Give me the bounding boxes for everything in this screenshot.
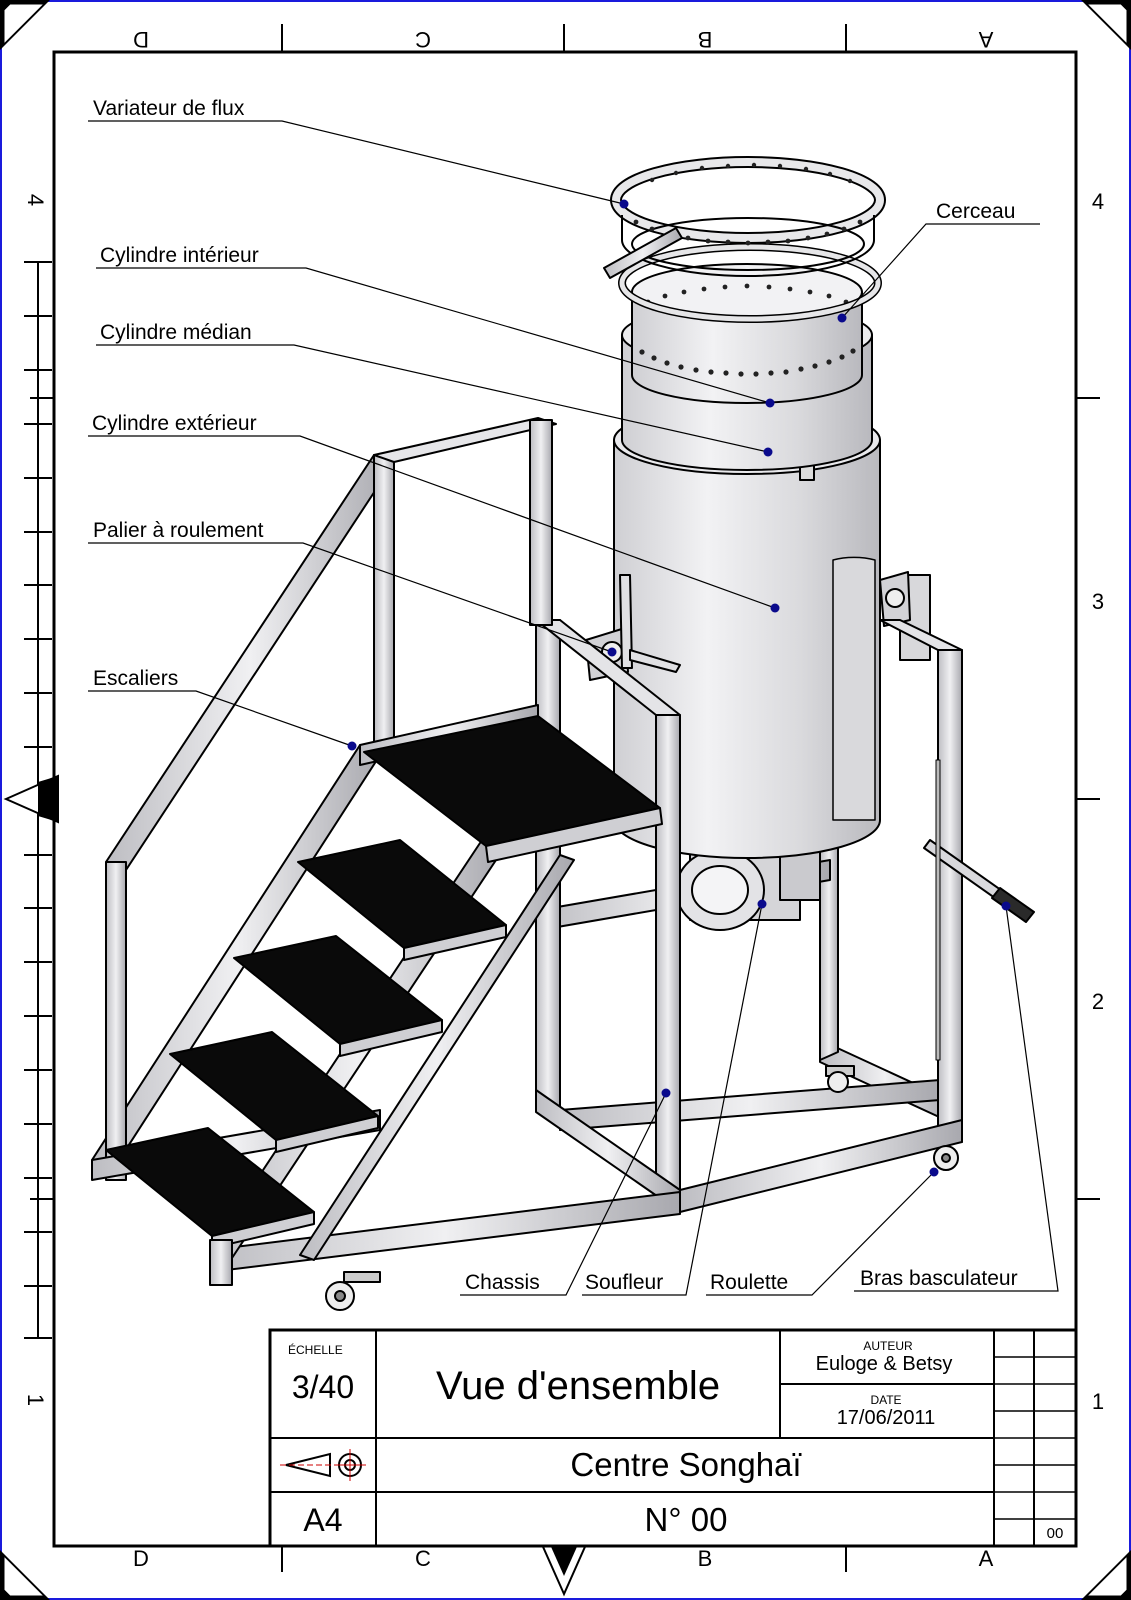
date-label: DATE	[870, 1393, 901, 1407]
callout-palier-a-roulement: Palier à roulement	[93, 519, 264, 542]
drawing-title: Vue d'ensemble	[436, 1364, 720, 1408]
chassis-front	[209, 619, 963, 1273]
projection-symbol-icon	[280, 1449, 366, 1481]
hoop	[618, 243, 882, 323]
inner-cylinder	[631, 263, 863, 404]
row-right-4: 4	[1092, 189, 1104, 214]
callout-cerceau: Cerceau	[936, 200, 1015, 223]
scale-value: 3/40	[292, 1369, 354, 1405]
callout-variateur-de-flux: Variateur de flux	[93, 97, 245, 120]
row-left-1: 1	[23, 1394, 48, 1406]
row-right-1: 1	[1092, 1389, 1104, 1414]
author-value: Euloge & Betsy	[816, 1353, 953, 1375]
author-label: AUTEUR	[863, 1339, 913, 1353]
zone-top-a: A	[978, 27, 993, 52]
scale-label: ÉCHELLE	[288, 1342, 343, 1357]
flux-variator	[603, 156, 886, 279]
callout-escaliers: Escaliers	[93, 667, 178, 690]
zone-top-d: D	[133, 27, 149, 52]
outer-cylinder	[613, 405, 881, 859]
zone-bottom-b: B	[698, 1546, 713, 1571]
callout-cylindre-interieur: Cylindre intérieur	[100, 244, 259, 267]
zone-top-c: C	[415, 27, 431, 52]
zone-bottom-d: D	[133, 1546, 149, 1571]
callout-bras-basculateur: Bras basculateur	[860, 1267, 1018, 1290]
date-value: 17/06/2011	[837, 1407, 936, 1429]
title-block	[268, 1328, 1078, 1548]
centering-arrow-bottom-fill	[548, 1540, 580, 1576]
drawing-number: N° 00	[645, 1501, 728, 1538]
bearing-right	[879, 571, 911, 627]
stair-treads	[105, 715, 663, 1249]
callout-cylindre-exterieur: Cylindre extérieur	[92, 412, 257, 435]
machine-illustration	[91, 156, 1035, 1311]
callout-roulette: Roulette	[710, 1271, 788, 1294]
callout-cylindre-median: Cylindre médian	[100, 321, 252, 344]
casters	[325, 1065, 959, 1311]
zone-bottom-a: A	[979, 1546, 994, 1571]
row-right-3: 3	[1092, 589, 1104, 614]
zone-bottom-c: C	[415, 1546, 431, 1571]
tilting-arm	[923, 759, 1035, 1061]
row-right-2: 2	[1092, 989, 1104, 1014]
callout-chassis: Chassis	[465, 1271, 540, 1294]
blower	[675, 844, 821, 931]
zone-top-b: B	[698, 27, 713, 52]
organization-name: Centre Songhaï	[570, 1446, 802, 1483]
marker-dots	[347, 199, 1011, 1177]
revision-number: 00	[1047, 1525, 1064, 1542]
leader-lines	[88, 120, 1059, 1296]
callout-soufleur: Soufleur	[585, 1271, 663, 1294]
stair-front-posts	[209, 1239, 233, 1286]
sheet-format: A4	[303, 1502, 342, 1538]
centering-arrow-left-fill	[38, 776, 58, 822]
row-left-4: 4	[23, 194, 48, 206]
